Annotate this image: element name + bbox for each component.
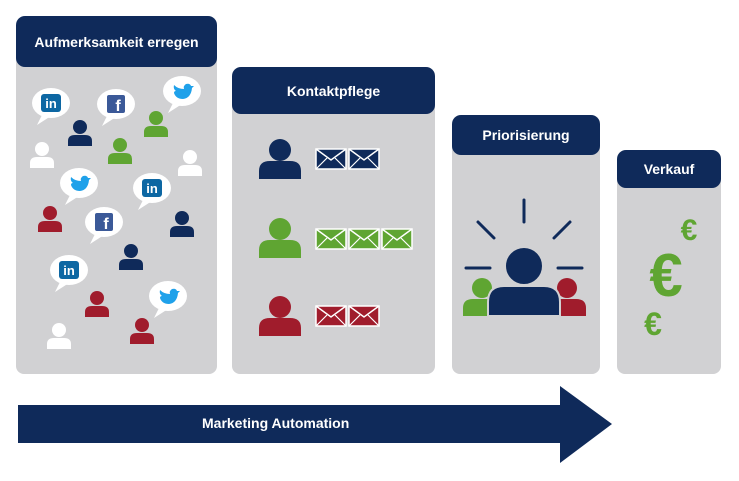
euro-icon: € bbox=[649, 242, 682, 309]
stage-title-aufmerksamkeit: Aufmerksamkeit erregen bbox=[16, 16, 217, 67]
twitter-bubble-icon bbox=[60, 168, 98, 205]
linkedin-icon: in bbox=[45, 96, 57, 111]
svg-text:in: in bbox=[63, 263, 75, 278]
linkedin-bubble-icon: in bbox=[133, 173, 171, 210]
stage-title-verkauf: Verkauf bbox=[617, 150, 721, 188]
facebook-bubble-icon: f bbox=[85, 207, 123, 244]
stage-title-priorisierung: Priorisierung bbox=[452, 115, 600, 155]
attention-rays-icon bbox=[464, 198, 584, 270]
facebook-bubble-icon: f bbox=[97, 89, 135, 126]
twitter-bird-icon bbox=[173, 83, 194, 99]
stage-panel-verkauf bbox=[617, 168, 721, 374]
euro-icon: € bbox=[681, 214, 698, 247]
linkedin-bubble-icon: in bbox=[32, 88, 70, 125]
facebook-icon: f bbox=[115, 98, 121, 115]
arrow-label: Marketing Automation bbox=[202, 415, 350, 431]
twitter-bubble-icon bbox=[149, 281, 187, 318]
euro-icon: € bbox=[644, 306, 662, 342]
svg-text:f: f bbox=[103, 216, 109, 233]
twitter-bubble-icon bbox=[163, 76, 201, 113]
svg-text:in: in bbox=[146, 181, 158, 196]
stage-title-kontaktpflege: Kontaktpflege bbox=[232, 67, 435, 114]
linkedin-bubble-icon: in bbox=[50, 255, 88, 292]
person-icon bbox=[487, 246, 561, 317]
